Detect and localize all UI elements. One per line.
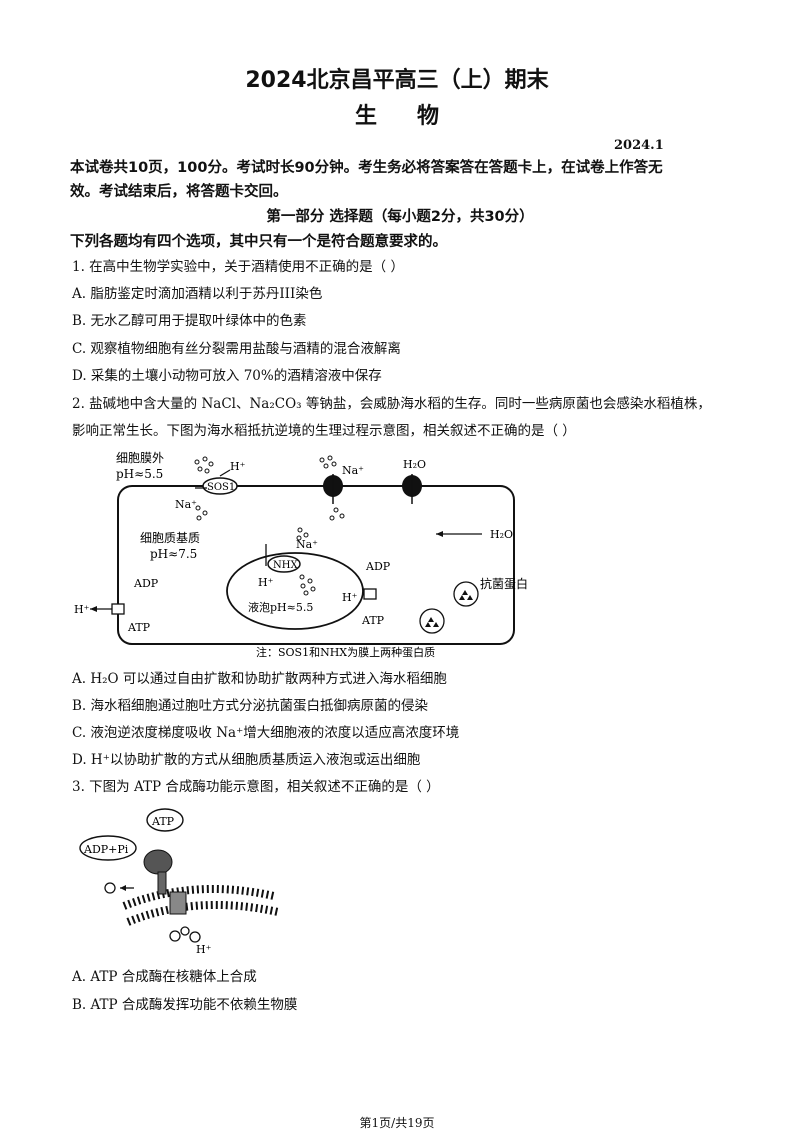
vacuole-label: 液泡pH≈5.5 xyxy=(248,600,313,614)
proton-2 xyxy=(180,926,190,936)
sos1-label: SOS1 xyxy=(207,482,235,493)
nhx-h-plus: H⁺ xyxy=(258,576,274,589)
q2-option-a: A. H₂O 可以通过自由扩散和协助扩散两种方式进入海水稻细胞 xyxy=(72,671,447,687)
membrane-pump-h-plus: H⁺ xyxy=(74,603,90,616)
q2-stem-1: 2. 盐碱地中含大量的 NaCl、Na₂CO₃ 等钠盐，会威胁海水稻的生存。同时… xyxy=(72,396,711,412)
section-title: 第一部分 选择题（每小题2分，共30分） xyxy=(266,209,534,225)
na-dots-outside-1 xyxy=(194,456,214,521)
cell-diagram: 细胞膜外 pH≈5.5 SOS1 H⁺ Na⁺ Na⁺ H₂O H₂O 细胞质基… xyxy=(74,451,528,659)
atp-bubble xyxy=(146,808,184,832)
page-footer: 第1页/共19页 xyxy=(359,1116,435,1130)
channel-na-plus: Na⁺ xyxy=(342,464,364,477)
nhx-label: NHX xyxy=(273,560,298,571)
inner-vesicle xyxy=(419,608,445,634)
section-direction: 下列各题均有四个选项，其中只有一个是符合题意要求的。 xyxy=(70,234,447,250)
na-dots-cytoplasm xyxy=(296,527,316,596)
q2-option-c: C. 液泡逆浓度梯度吸收 Na⁺增大细胞液的浓度以适应高浓度环境 xyxy=(72,725,460,741)
antibacterial-label: 抗菌蛋白 xyxy=(480,576,528,591)
adp-pi-label: ADP+Pi xyxy=(83,843,129,856)
membrane-pump xyxy=(111,603,125,615)
instructions-line-2: 效。考试结束后，将答题卡交回。 xyxy=(70,184,288,200)
sos1-h-plus: H⁺ xyxy=(230,460,246,473)
cytoplasm-ph: pH≈7.5 xyxy=(150,547,197,561)
q2-option-b: B. 海水稻细胞通过胞吐方式分泌抗菌蛋白抵御病原菌的侵染 xyxy=(72,698,429,714)
subject-title: 生物 xyxy=(354,104,479,129)
q2-option-d: D. H⁺以协助扩散的方式从细胞质基质运入液泡或运出细胞 xyxy=(72,752,421,768)
na-dots-outside-2 xyxy=(319,455,345,521)
nhx-protein xyxy=(267,555,301,573)
atp-label: ATP xyxy=(151,815,175,828)
exam-date: 2024.1 xyxy=(614,138,664,153)
vacuole xyxy=(226,552,364,630)
pump-h-plus: H⁺ xyxy=(342,591,358,604)
q1-option-b: B. 无水乙醇可用于提取叶绿体中的色素 xyxy=(72,313,307,329)
atp-synthase-diagram: ATP ADP+Pi H⁺ xyxy=(79,808,279,956)
q3-option-b: B. ATP 合成酶发挥功能不依赖生物膜 xyxy=(72,997,298,1013)
q3-option-a: A. ATP 合成酶在核糖体上合成 xyxy=(72,969,257,985)
outside-ph: pH≈5.5 xyxy=(116,467,163,481)
antibacterial-protein-triangles xyxy=(425,590,473,627)
membrane-pump-atp: ATP xyxy=(127,621,151,634)
q1-option-a: A. 脂肪鉴定时滴加酒精以利于苏丹III染色 xyxy=(72,286,323,302)
synthase-stalk xyxy=(157,871,167,895)
proton-3 xyxy=(189,931,201,943)
synthase-base xyxy=(169,891,187,915)
nhx-na-plus: Na⁺ xyxy=(296,538,318,551)
exam-title: 2024北京昌平高三（上）期末 xyxy=(245,68,549,93)
proton-out xyxy=(104,882,116,894)
q1-stem: 1. 在高中生物学实验中，关于酒精使用不正确的是（ ） xyxy=(72,259,404,275)
figure-note: 注：SOS1和NHX为膜上两种蛋白质 xyxy=(256,645,435,659)
pump-atp: ATP xyxy=(361,614,385,627)
q1-option-d: D. 采集的土壤小动物可放入 70%的酒精溶液中保存 xyxy=(72,368,382,384)
q3-stem: 3. 下图为 ATP 合成酶功能示意图，相关叙述不正确的是（ ） xyxy=(72,779,440,795)
instructions-line-1: 本试卷共10页，100分。考试时长90分钟。考生务必将答案答在答题卡上，在试卷上… xyxy=(70,160,663,176)
q1-option-c: C. 观察植物细胞有丝分裂需用盐酸与酒精的混合液解离 xyxy=(72,341,401,357)
secretion-vesicle xyxy=(453,581,479,607)
pump-adp: ADP xyxy=(365,560,391,573)
cytoplasm-label: 细胞质基质 xyxy=(140,531,200,545)
proton-1 xyxy=(169,930,181,942)
diffusion-h2o: H₂O xyxy=(490,528,513,541)
synthase-head xyxy=(143,849,173,875)
membrane-bilayer-bottom xyxy=(126,900,279,926)
channel-h2o: H₂O xyxy=(403,458,426,471)
sos1-na-plus: Na⁺ xyxy=(175,498,197,511)
q2-stem-2: 影响正常生长。下图为海水稻抵抗逆境的生理过程示意图，相关叙述不正确的是（ ） xyxy=(72,423,576,439)
cell-membrane xyxy=(117,485,515,645)
adp-pi-bubble xyxy=(79,835,137,861)
membrane-pump-adp: ADP xyxy=(133,577,159,590)
sos1-protein xyxy=(202,477,238,495)
proton-label: H⁺ xyxy=(196,943,212,956)
vacuole-pump xyxy=(363,588,377,600)
outside-label: 细胞膜外 xyxy=(116,451,164,465)
